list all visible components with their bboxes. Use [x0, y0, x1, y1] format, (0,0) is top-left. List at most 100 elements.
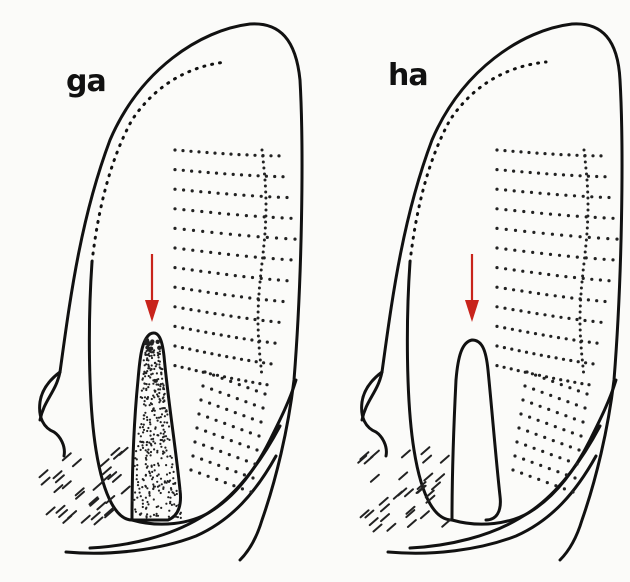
striation-dot [579, 174, 582, 177]
striation-dot [572, 338, 575, 341]
stipple-dot [148, 383, 150, 385]
striation-dot [519, 309, 522, 312]
stipple-dot [142, 503, 144, 505]
striation-dot [535, 433, 538, 436]
stipple-dot [162, 424, 164, 426]
hatch-stroke [442, 520, 450, 527]
striation-dot [530, 271, 533, 274]
striation-dot [182, 208, 185, 211]
striation-dot [277, 154, 280, 157]
striation-dot [517, 369, 520, 372]
stipple-dot [163, 433, 165, 435]
striation-dot [263, 392, 266, 395]
stipple-dot [165, 435, 167, 437]
striation-dot [264, 185, 267, 188]
hatch-stroke [394, 492, 402, 499]
striation-dot [173, 344, 176, 347]
stipple-dot [134, 465, 136, 467]
striation-dot [611, 217, 614, 220]
striation-dot [264, 179, 267, 182]
striation-dot [242, 414, 245, 417]
striation-dot [204, 430, 207, 433]
striation-dot [564, 414, 567, 417]
striation-dot [208, 191, 211, 194]
striation-dot [255, 360, 258, 363]
striation-dot [203, 351, 206, 354]
striation-dot [569, 359, 572, 362]
striation-dot [218, 354, 221, 357]
stipple-dot [154, 389, 156, 391]
striation-dot [588, 341, 591, 344]
stipple-dot [157, 388, 159, 390]
stipple-dot [136, 497, 138, 499]
striation-dot [520, 472, 523, 475]
striation-dot [253, 403, 256, 406]
stipple-dot [163, 440, 165, 442]
stipple-dot [144, 354, 146, 356]
striation-dot [527, 311, 530, 314]
stipple-dot [145, 474, 147, 476]
striation-dot [200, 458, 203, 461]
stipple-dot [157, 360, 159, 362]
striation-dot [181, 307, 184, 310]
striation-dot [191, 454, 194, 457]
striation-dot [285, 196, 288, 199]
striation-dot [558, 254, 561, 257]
stipple-dot [163, 400, 165, 402]
striation-dot [253, 318, 256, 321]
striation-dot [232, 425, 235, 428]
stipple-dot [164, 431, 166, 433]
stipple-dot [173, 471, 175, 473]
striation-dot [284, 237, 287, 240]
striation-dot [603, 300, 606, 303]
stipple-dot [157, 420, 159, 422]
striation-dot [249, 490, 252, 493]
striation-dot [495, 325, 498, 328]
striation-dot [213, 152, 216, 155]
stipple-dot [135, 511, 137, 513]
striation-dot [257, 311, 260, 314]
stipple-dot [149, 515, 151, 517]
stipple-dot [153, 414, 155, 416]
stipple-dot [150, 373, 152, 375]
striation-dot [582, 195, 585, 198]
stipple-dot [146, 441, 148, 443]
stipple-dot [169, 455, 171, 457]
striation-dot [248, 174, 251, 177]
stipple-dot [156, 506, 158, 508]
striation-dot [586, 197, 589, 200]
striation-dot [254, 215, 257, 218]
striation-dot [209, 461, 212, 464]
striation-dot [583, 257, 586, 260]
hatch-stroke [432, 482, 440, 489]
stipple-dot [153, 433, 155, 435]
base-line-right-1 [452, 380, 616, 524]
striation-dot [504, 169, 507, 172]
striation-dot [269, 362, 272, 365]
hatch-stroke [374, 525, 382, 532]
striation-dot [504, 208, 507, 211]
striation-dot [257, 434, 260, 437]
striation-dot [533, 447, 536, 450]
striation-dot [289, 217, 292, 220]
striation-dot [573, 276, 576, 279]
striation-dot [546, 481, 549, 484]
striation-dot [221, 436, 224, 439]
notch-right [362, 372, 387, 456]
stipple-dot [162, 388, 164, 390]
stipple-dot [140, 435, 142, 437]
stipple-dot [151, 471, 153, 473]
striation-dot [520, 170, 523, 173]
hatch-stroke [122, 487, 130, 494]
striation-dot [173, 148, 176, 151]
striation-dot [529, 171, 532, 174]
striation-dot [542, 333, 545, 336]
stipple-dot [169, 472, 171, 474]
striation-dot [201, 384, 204, 387]
striation-dot [583, 319, 586, 322]
striation-dot [259, 275, 262, 278]
striation-dot [263, 233, 266, 236]
striation-dot [249, 431, 252, 434]
stipple-dot [164, 415, 166, 417]
stipple-dot [156, 380, 158, 382]
